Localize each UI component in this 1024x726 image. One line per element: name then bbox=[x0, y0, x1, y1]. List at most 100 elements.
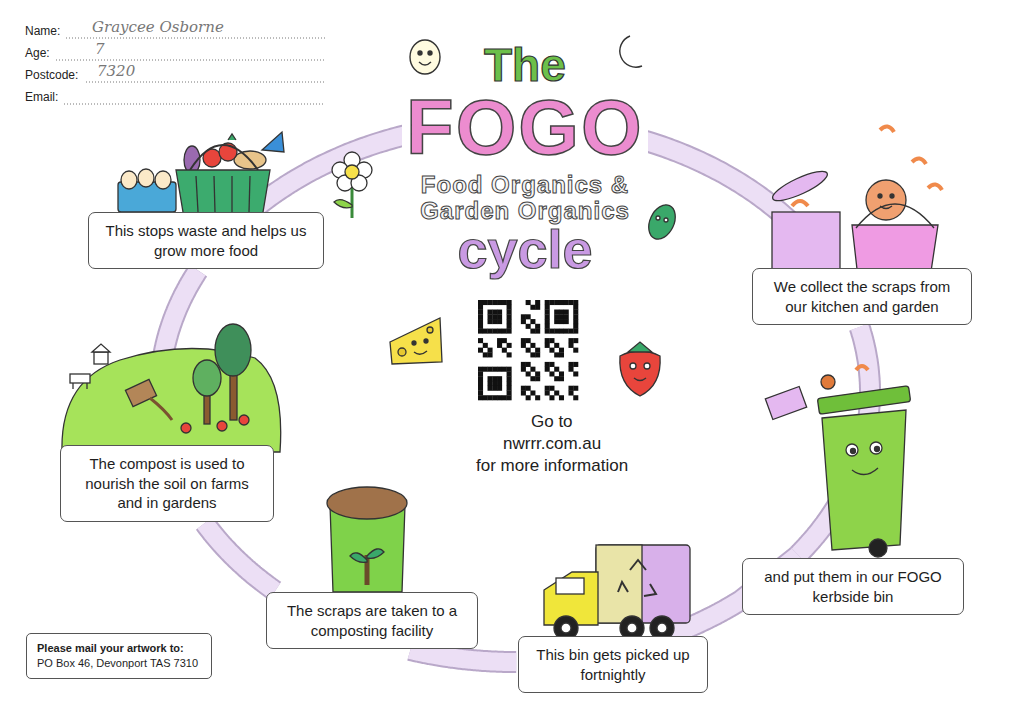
farm-hill-part bbox=[217, 421, 227, 431]
food-basket-part bbox=[121, 171, 137, 189]
qr-module bbox=[554, 352, 559, 357]
qr-module bbox=[483, 300, 488, 305]
scrap-buckets bbox=[769, 126, 942, 278]
qr-module bbox=[521, 362, 526, 367]
qr-module bbox=[535, 300, 540, 305]
qr-module bbox=[530, 319, 535, 324]
qr-module bbox=[502, 348, 507, 353]
qr-module bbox=[478, 390, 483, 395]
qr-module bbox=[507, 305, 512, 310]
step-box: The compost is used to nourish the soil … bbox=[60, 445, 274, 522]
qr-module bbox=[554, 367, 559, 372]
qr-module bbox=[549, 348, 554, 353]
farm-hill-part bbox=[204, 392, 210, 424]
cheese-character-part bbox=[424, 339, 428, 343]
qr-module bbox=[507, 381, 512, 386]
qr-module bbox=[478, 371, 483, 376]
qr-module bbox=[507, 329, 512, 334]
qr-module bbox=[568, 367, 573, 372]
qr-module bbox=[545, 362, 550, 367]
qr-module bbox=[492, 319, 497, 324]
qr-module bbox=[488, 352, 493, 357]
step-box: We collect the scraps from our kitchen a… bbox=[752, 268, 972, 325]
qr-module bbox=[492, 381, 497, 386]
scrap-buckets-part bbox=[912, 158, 926, 164]
kerbside-bin-part bbox=[846, 444, 858, 456]
qr-module bbox=[488, 381, 493, 386]
qr-module bbox=[573, 300, 578, 305]
farm-hill-part bbox=[86, 383, 87, 389]
kerbside-bin-part bbox=[875, 447, 880, 452]
qr-module bbox=[526, 362, 531, 367]
qr-module bbox=[568, 343, 573, 348]
farm-hill-part bbox=[92, 344, 110, 352]
qr-module bbox=[545, 324, 550, 329]
qr-module bbox=[497, 376, 502, 381]
food-basket-part bbox=[228, 134, 236, 140]
label-text: 7 bbox=[95, 41, 105, 58]
qr-module bbox=[497, 395, 502, 400]
collection-truck-part bbox=[618, 582, 628, 592]
food-basket-part bbox=[214, 176, 215, 212]
qr-module bbox=[483, 367, 488, 372]
qr-module bbox=[507, 319, 512, 324]
qr-module bbox=[483, 343, 488, 348]
qr-module bbox=[492, 314, 497, 319]
qr-module bbox=[559, 395, 564, 400]
qr-module bbox=[478, 386, 483, 391]
qr-module bbox=[549, 371, 554, 376]
kerbside-bin-part bbox=[821, 375, 835, 389]
qr-module bbox=[497, 338, 502, 343]
qr-module bbox=[488, 395, 493, 400]
strawberry-character-part bbox=[628, 342, 652, 352]
qr-module bbox=[573, 386, 578, 391]
cheese-character-part bbox=[414, 351, 427, 354]
qr-module bbox=[535, 329, 540, 334]
leaf-character bbox=[644, 201, 681, 244]
qr-module bbox=[497, 343, 502, 348]
step-box: The scraps are taken to a composting fac… bbox=[266, 592, 478, 649]
qr-module bbox=[554, 300, 559, 305]
box-text: The compost is used to nourish the soil … bbox=[71, 454, 263, 513]
qr-module bbox=[559, 329, 564, 334]
farm-hill bbox=[62, 324, 281, 452]
cheese-character-part bbox=[398, 348, 406, 356]
qr-module bbox=[507, 343, 512, 348]
ring-outline bbox=[410, 650, 516, 662]
label-text: cycle bbox=[458, 220, 593, 279]
qr-module bbox=[573, 324, 578, 329]
qr-module bbox=[573, 310, 578, 315]
box-body-text: PO Box 46, Devonport TAS 7310 bbox=[37, 656, 201, 671]
compost-bag-part bbox=[350, 553, 367, 563]
qr-module bbox=[497, 386, 502, 391]
compost-bag bbox=[327, 487, 407, 592]
collection-truck-part bbox=[627, 623, 637, 633]
qr-module bbox=[478, 310, 483, 315]
kerbside-bin-part bbox=[870, 442, 882, 454]
qr-module bbox=[478, 314, 483, 319]
collection-truck-part bbox=[644, 584, 656, 596]
form-lines-part bbox=[86, 82, 325, 83]
farm-hill-part bbox=[150, 398, 172, 420]
qr-module bbox=[478, 338, 483, 343]
label-text: for more information bbox=[476, 457, 628, 476]
strawberry-character bbox=[620, 342, 660, 396]
qr-module bbox=[545, 367, 550, 372]
qr-module bbox=[526, 300, 531, 305]
food-basket-part bbox=[190, 145, 258, 170]
form-lines-part bbox=[64, 104, 325, 105]
strawberry-character-part bbox=[630, 363, 636, 369]
qr-module bbox=[488, 314, 493, 319]
leaf-character-part bbox=[664, 218, 668, 222]
moon bbox=[620, 36, 642, 67]
qr-module bbox=[554, 314, 559, 319]
qr-module bbox=[507, 300, 512, 305]
qr-module bbox=[478, 300, 483, 305]
qr-module bbox=[502, 329, 507, 334]
food-basket-part bbox=[196, 176, 198, 212]
qr-module bbox=[507, 386, 512, 391]
qr-module bbox=[526, 348, 531, 353]
step-box: and put them in our FOGO kerbside bin bbox=[742, 558, 964, 615]
qr-module bbox=[526, 324, 531, 329]
